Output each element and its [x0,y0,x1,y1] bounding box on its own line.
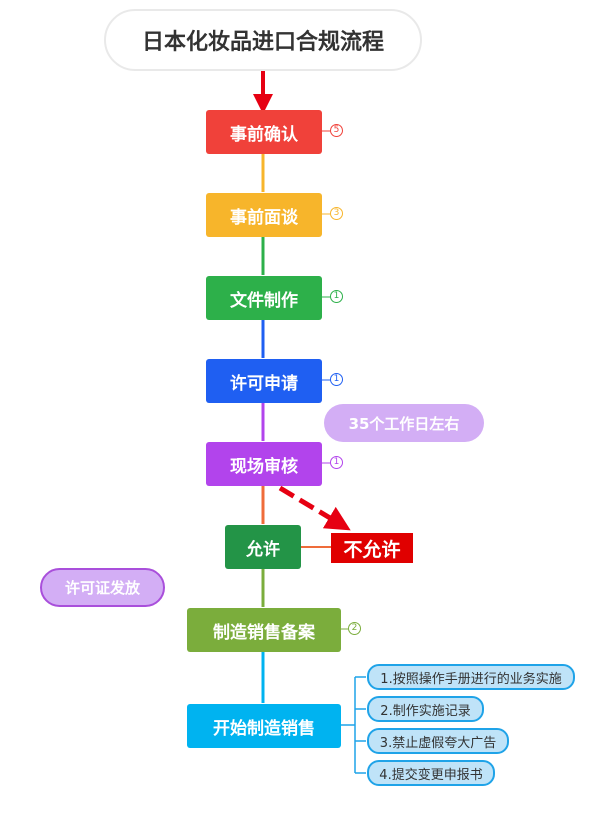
step-document-prep[interactable]: 文件制作 [206,276,322,320]
step-label: 制造销售备案 [213,622,315,643]
step-pre-interview[interactable]: 事前面谈 [206,193,322,237]
license-issued-note: 许可证发放 [40,568,165,607]
sub-item: 2.制作实施记录 [367,696,484,722]
step-label: 现场审核 [230,456,298,477]
step-label: 许可申请 [230,373,298,394]
sub-bracket [341,676,366,774]
count-badge: 5 [330,124,343,137]
step-label: 事前确认 [230,124,298,145]
step-label: 文件制作 [230,290,298,311]
count-badge: 1 [330,373,343,386]
step-sales-registration[interactable]: 制造销售备案 [187,608,341,652]
count-badge: 1 [330,456,343,469]
count-badge: 2 [348,622,361,635]
step-license-application[interactable]: 许可申请 [206,359,322,403]
sub-item: 1.按照操作手册进行的业务实施 [367,664,575,690]
count-badge: 1 [330,290,343,303]
step-label: 开始制造销售 [213,718,315,739]
step-site-audit[interactable]: 现场审核 [206,442,322,486]
count-badge: 3 [330,207,343,220]
reject-arrow [278,485,351,531]
step-approved[interactable]: 允许 [225,525,301,569]
step-label: 允许 [246,539,280,560]
step-pre-confirm[interactable]: 事前确认 [206,110,322,154]
step-label: 事前面谈 [230,207,298,228]
reject-box: 不允许 [331,533,413,563]
page-title: 日本化妆品进口合规流程 [104,9,422,71]
sub-item: 4.提交变更申报书 [367,760,495,786]
duration-note: 35个工作日左右 [324,404,484,442]
step-start-sales[interactable]: 开始制造销售 [187,704,341,748]
sub-item: 3.禁止虚假夸大广告 [367,728,509,754]
